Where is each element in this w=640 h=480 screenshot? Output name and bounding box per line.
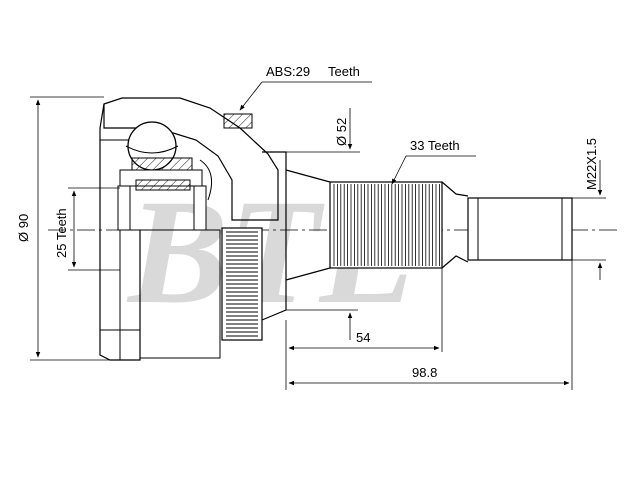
dim-outer-diameter: Ø 90 <box>16 96 120 361</box>
abs-ring-marker <box>223 113 253 129</box>
dim-thread: M22X1.5 <box>572 138 606 280</box>
dim-total-length: 98.8 <box>288 260 573 390</box>
spline-teeth-label: 33 Teeth <box>410 138 460 153</box>
threaded-end <box>467 197 573 261</box>
dim-shaft-diameter: Ø 52 <box>286 108 360 340</box>
abs-teeth-prefix: ABS:29 <box>266 64 310 79</box>
outer-diameter-label: Ø 90 <box>16 214 31 242</box>
spline-length-label: 54 <box>356 330 370 345</box>
inner-spline-teeth-label: 25 Teeth <box>54 208 69 258</box>
spline-section <box>329 181 443 269</box>
shaft-neck <box>441 181 469 269</box>
thread-label: M22X1.5 <box>584 138 599 190</box>
abs-teeth-callout: ABS:29 Teeth <box>239 64 372 111</box>
total-length-label: 98.8 <box>412 365 437 380</box>
abs-tone-ring <box>221 227 263 341</box>
inner-race-ball <box>117 121 213 231</box>
spline-teeth-callout: 33 Teeth <box>391 138 476 185</box>
dim-inner-spline-teeth: 25 Teeth <box>54 187 120 271</box>
dim-spline-length: 54 <box>285 268 443 390</box>
shaft-diameter-label: Ø 52 <box>334 118 349 146</box>
stub-shaft-shoulder <box>261 151 331 321</box>
abs-teeth-suffix: Teeth <box>328 64 360 79</box>
